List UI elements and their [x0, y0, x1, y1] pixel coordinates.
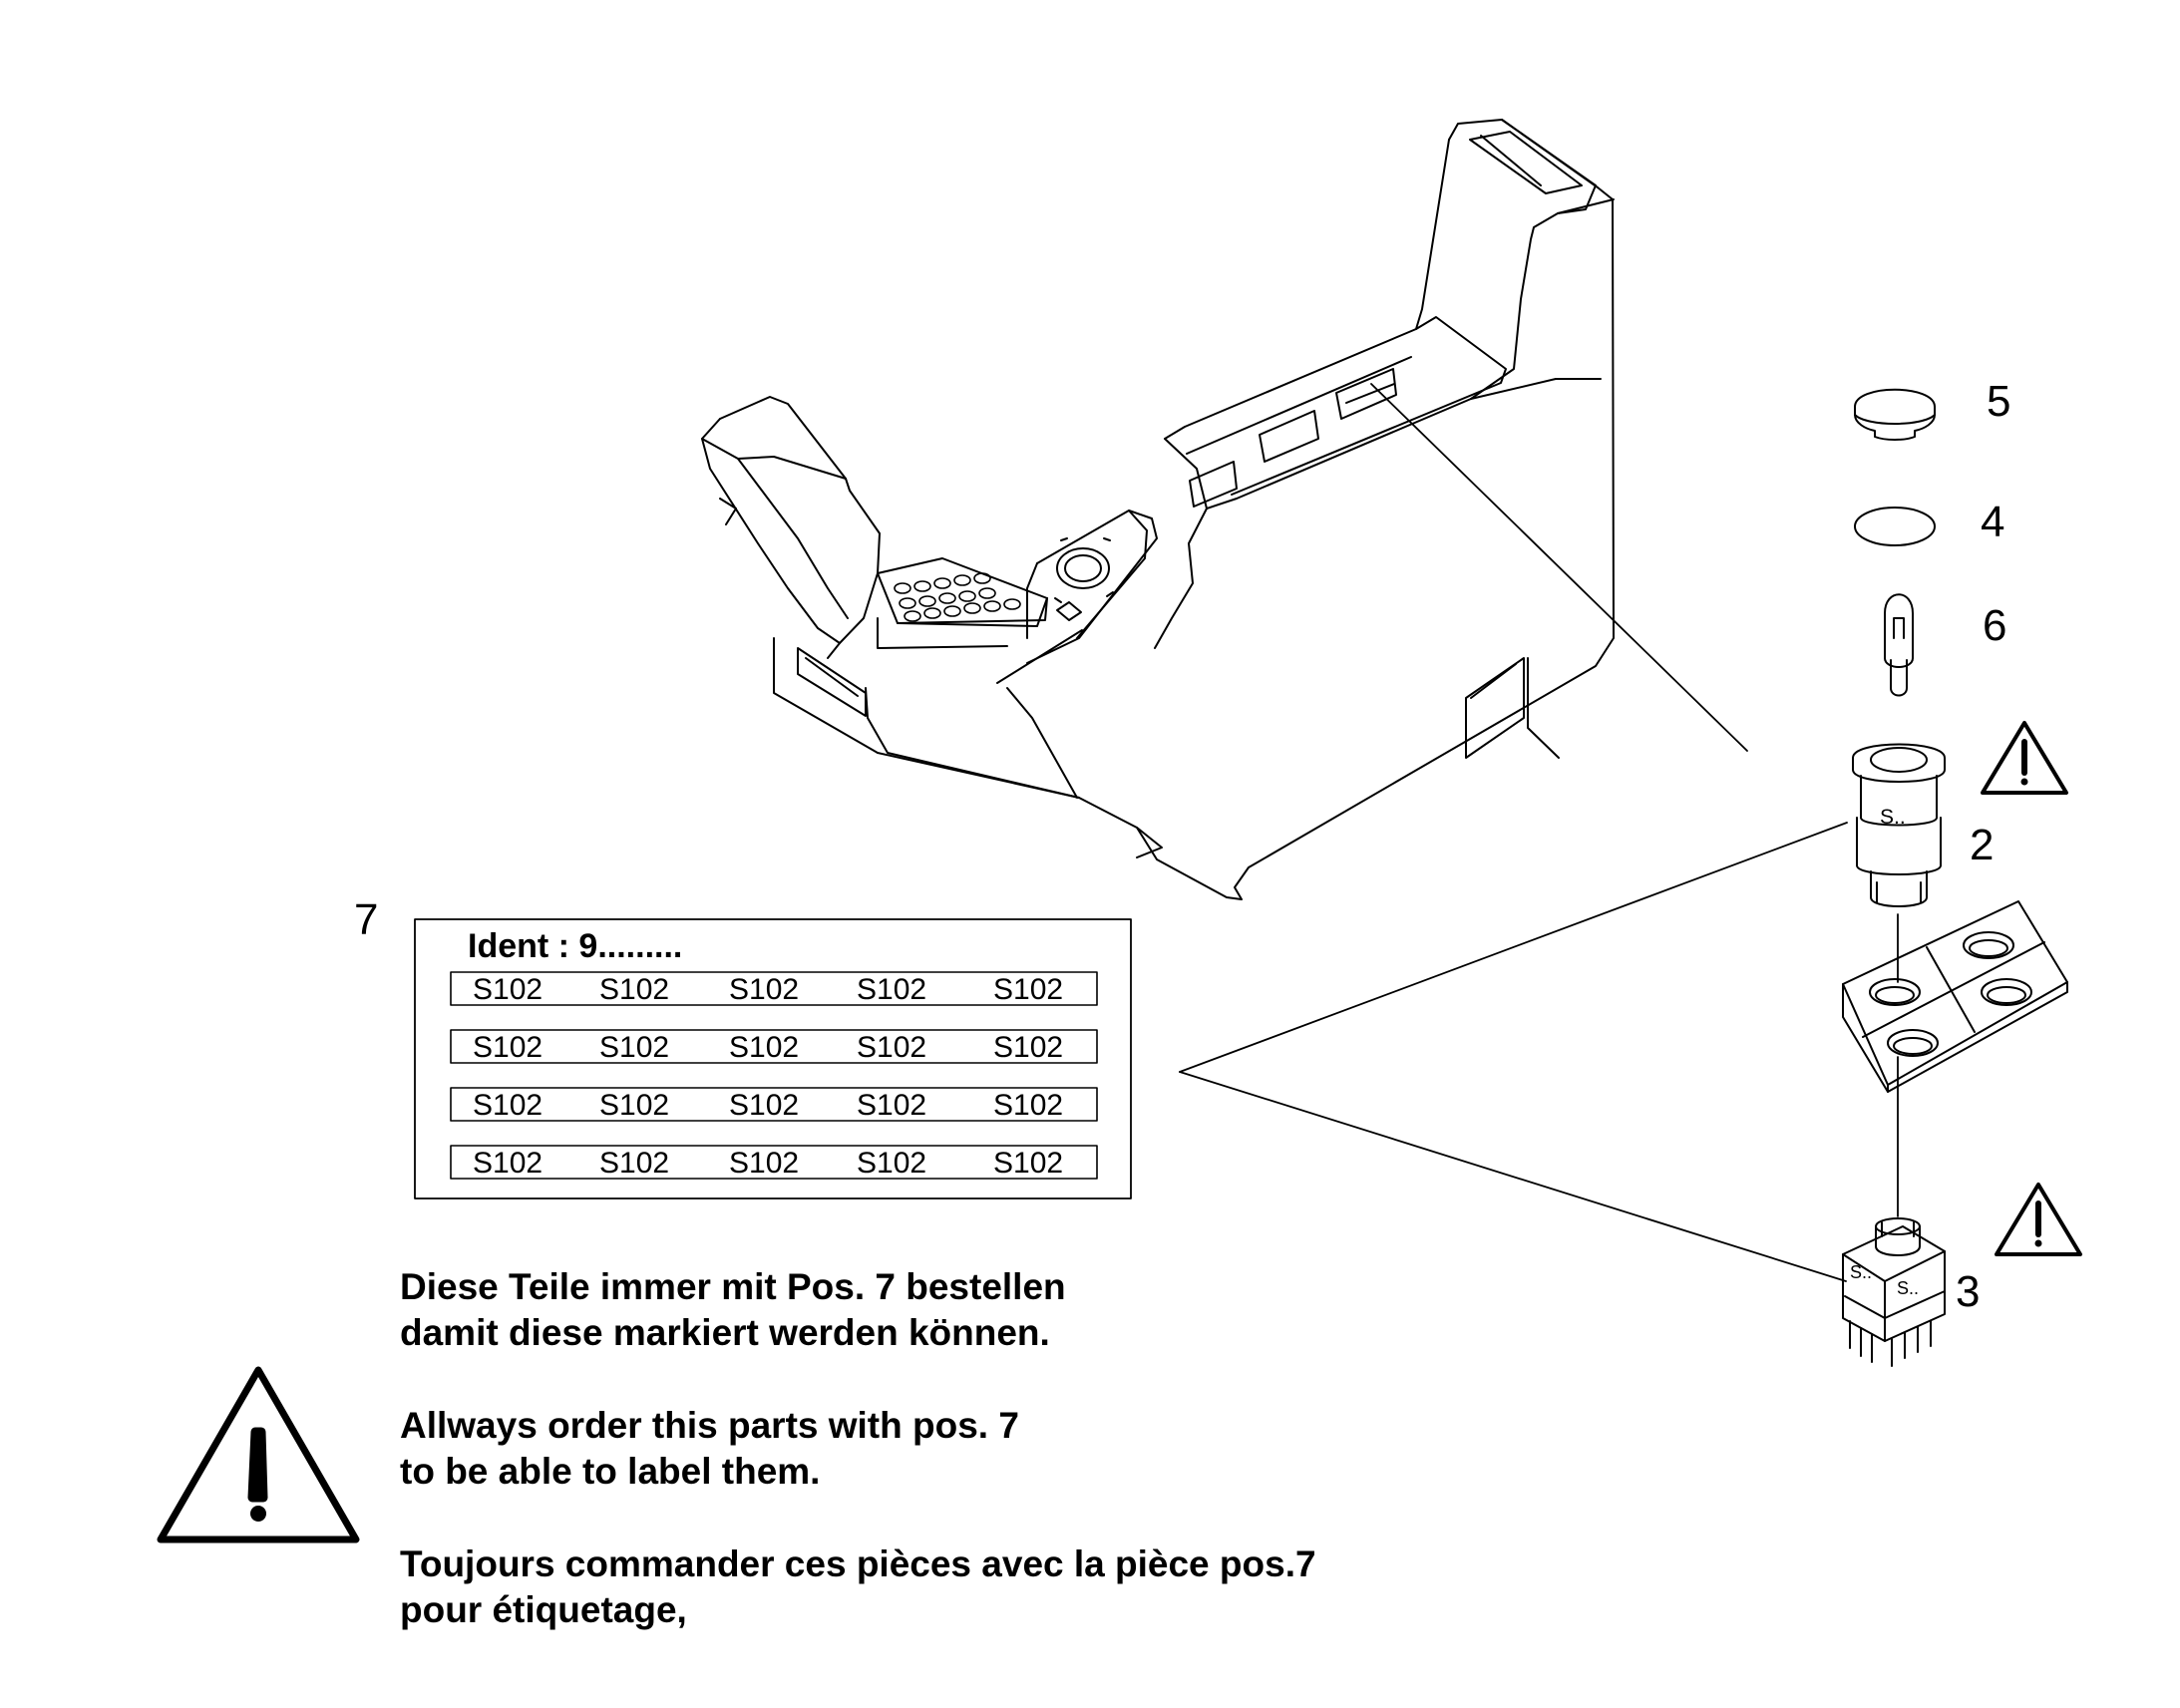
ring-part — [1854, 507, 1936, 546]
label-strip — [450, 1087, 1098, 1122]
label-cell: S102 — [857, 973, 926, 1006]
label-cell: S102 — [473, 1089, 543, 1122]
label-cell: S102 — [857, 1089, 926, 1122]
perforated-grille — [894, 572, 1021, 622]
label-cell: S102 — [473, 1147, 543, 1180]
leader-lines — [1179, 383, 1899, 1282]
label-cell: S102 — [599, 1031, 669, 1064]
ordering-notes: Diese Teile immer mit Pos. 7 bestellen d… — [400, 1264, 1597, 1680]
note-german-line-1: Diese Teile immer mit Pos. 7 bestellen — [400, 1266, 1066, 1307]
warning-icon-switch-3 — [1995, 1183, 2082, 1256]
push-switch-marking: S.. — [1880, 806, 1906, 829]
label-cell: S102 — [729, 1089, 799, 1122]
label-cell: S102 — [473, 1031, 543, 1064]
label-sheet-ident: Ident : 9......... — [468, 927, 682, 965]
label-cell: S102 — [857, 1031, 926, 1064]
note-english: Allways order this parts with pos. 7 to … — [400, 1403, 1597, 1495]
label-cell: S102 — [599, 1147, 669, 1180]
note-french-line-1: Toujours commander ces pièces avec la pi… — [400, 1543, 1316, 1584]
label-strip — [450, 1145, 1098, 1180]
callout-2: 2 — [1970, 821, 1994, 869]
label-cell: S102 — [993, 973, 1063, 1006]
label-strip — [450, 1029, 1098, 1064]
callout-6: 6 — [1983, 601, 2006, 650]
label-cell: S102 — [993, 1031, 1063, 1064]
base-switch-part: S.. S.. — [1842, 1217, 1946, 1367]
label-cell: S102 — [729, 1147, 799, 1180]
label-cell: S102 — [599, 973, 669, 1006]
callout-5: 5 — [1987, 377, 2010, 426]
bulb-part — [1884, 593, 1914, 697]
note-english-line-2: to be able to label them. — [400, 1451, 821, 1492]
center-console-drawing — [701, 119, 1615, 900]
callout-7: 7 — [354, 895, 378, 944]
warning-icon-switch-2 — [1981, 721, 2068, 795]
note-german-line-2: damit diese markiert werden können. — [400, 1312, 1050, 1353]
push-switch-part: S.. — [1852, 743, 1946, 907]
label-strip — [450, 971, 1098, 1006]
callout-4: 4 — [1981, 498, 2004, 546]
base-switch-marking-left: S.. — [1850, 1262, 1872, 1282]
label-cell: S102 — [729, 1031, 799, 1064]
label-cell: S102 — [599, 1089, 669, 1122]
base-switch-marking-right: S.. — [1897, 1278, 1919, 1298]
callout-3: 3 — [1956, 1267, 1980, 1316]
label-cell: S102 — [993, 1147, 1063, 1180]
note-german: Diese Teile immer mit Pos. 7 bestellen d… — [400, 1264, 1597, 1356]
note-english-line-1: Allways order this parts with pos. 7 — [400, 1405, 1019, 1446]
label-cell: S102 — [857, 1147, 926, 1180]
note-french-line-2: pour étiquetage, — [400, 1589, 687, 1630]
warning-icon-large — [157, 1366, 360, 1543]
note-french: Toujours commander ces pièces avec la pi… — [400, 1541, 1597, 1633]
label-cell: S102 — [729, 973, 799, 1006]
label-cell: S102 — [993, 1089, 1063, 1122]
mounting-bracket-part — [1842, 900, 2068, 1093]
label-cell: S102 — [473, 973, 543, 1006]
cap-part — [1854, 388, 1936, 441]
